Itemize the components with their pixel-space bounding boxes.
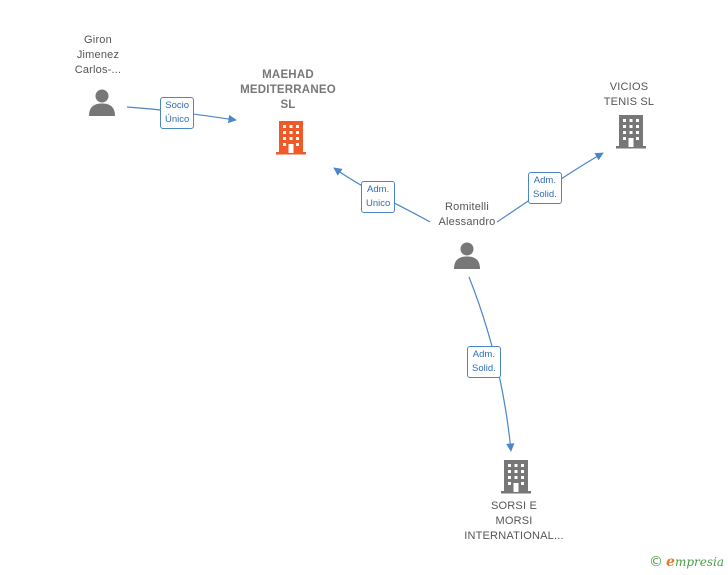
node-label-line: Alessandro — [438, 216, 496, 228]
edge-label-line: Solid. — [533, 189, 557, 200]
empresia-logo: empresia — [666, 554, 724, 570]
edge-label-adm-solid-vicios[interactable]: Adm. Solid. — [528, 172, 562, 204]
edge-label-line: Solid. — [472, 363, 496, 374]
brand-initial: e — [666, 554, 675, 570]
node-label-line: SL — [280, 99, 296, 111]
building-icon[interactable] — [276, 121, 306, 155]
node-label-line: VICIOS — [609, 81, 649, 93]
edge-label-adm-unico[interactable]: Adm. Unico — [361, 181, 396, 213]
edge-label-line: Adm. — [533, 175, 556, 186]
brand-rest: mpresia — [674, 555, 724, 569]
person-icon[interactable] — [454, 242, 480, 270]
copyright-symbol: © — [649, 554, 664, 570]
node-label-giron[interactable]: Giron Jimenez Carlos-... — [58, 33, 138, 78]
building-icon[interactable] — [501, 460, 531, 494]
node-label-line: SORSI E — [490, 500, 538, 512]
node-label-line: MAEHAD — [262, 69, 314, 81]
node-label-line: MORSI — [495, 515, 533, 527]
node-label-line: INTERNATIONAL... — [464, 530, 564, 542]
node-label-line: Jimenez — [76, 49, 120, 61]
node-label-line: Carlos-... — [74, 64, 122, 76]
node-label-line: TENIS SL — [603, 96, 655, 108]
edge-label-line: Único — [165, 114, 190, 125]
edge-label-line: Adm. — [472, 349, 495, 360]
node-label-line: Romitelli — [445, 201, 489, 213]
node-label-sorsi[interactable]: SORSI E MORSI INTERNATIONAL... — [454, 499, 574, 544]
node-label-line: MEDITERRANEO — [240, 84, 336, 96]
empresia-watermark: © empresia — [649, 553, 724, 571]
node-label-romitelli[interactable]: Romitelli Alessandro — [422, 200, 512, 230]
node-label-vicios-text[interactable]: VICIOS TENIS SL — [579, 80, 679, 110]
edge-label-line: Socio — [165, 100, 190, 111]
node-label-line: Giron — [84, 34, 112, 46]
person-icon[interactable] — [89, 89, 115, 117]
edge-label-socio-unico[interactable]: Socio Único — [160, 97, 195, 129]
node-label-maehad[interactable]: MAEHAD MEDITERRANEO SL — [228, 68, 348, 113]
edge-label-adm-solid-sorsi[interactable]: Adm. Solid. — [467, 346, 501, 378]
edge-label-line: Unico — [366, 198, 391, 209]
edge-label-line: Adm. — [367, 184, 390, 195]
building-icon[interactable] — [616, 115, 646, 149]
